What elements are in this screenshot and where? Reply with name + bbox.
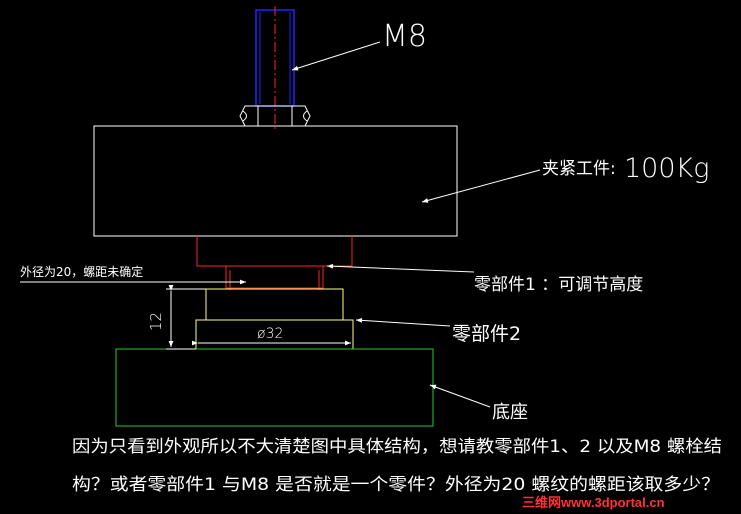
label-workpiece-weight: 100Kg	[624, 153, 709, 184]
watermark: 三维网www.3dportal.cn	[522, 495, 665, 510]
part1-shape	[196, 236, 353, 290]
leader-workpiece	[421, 169, 541, 203]
question-line-2: 构？或者零部件1 与M8 是否就是一个零件？外径为20 螺纹的螺距该取多少？	[72, 475, 720, 495]
label-part1: 零部件1 ：可调节高度	[474, 275, 643, 295]
m8-bolt	[255, 6, 295, 132]
dim-height-12	[166, 285, 206, 350]
leader-part2	[355, 317, 451, 327]
leader-m8	[291, 41, 381, 71]
base-block	[115, 348, 434, 427]
dim-diameter-text: ø32	[257, 326, 283, 342]
question-line-1: 因为只看到外观所以不大清楚图中具体结构，想请教零部件1、2 以及M8 螺栓结	[72, 437, 722, 457]
label-part2: 零部件2	[452, 323, 521, 345]
workpiece-block	[93, 125, 458, 237]
label-base: 底座	[492, 402, 528, 423]
label-workpiece: 夹紧工件:	[542, 159, 616, 179]
leader-lines	[20, 41, 541, 408]
leader-base	[429, 384, 491, 408]
leader-part1	[326, 263, 475, 273]
label-m8: M8	[382, 19, 427, 54]
dim-height-text: 12	[147, 312, 165, 331]
label-outer-diameter-note: 外径为20，螺距未确定	[20, 264, 143, 279]
